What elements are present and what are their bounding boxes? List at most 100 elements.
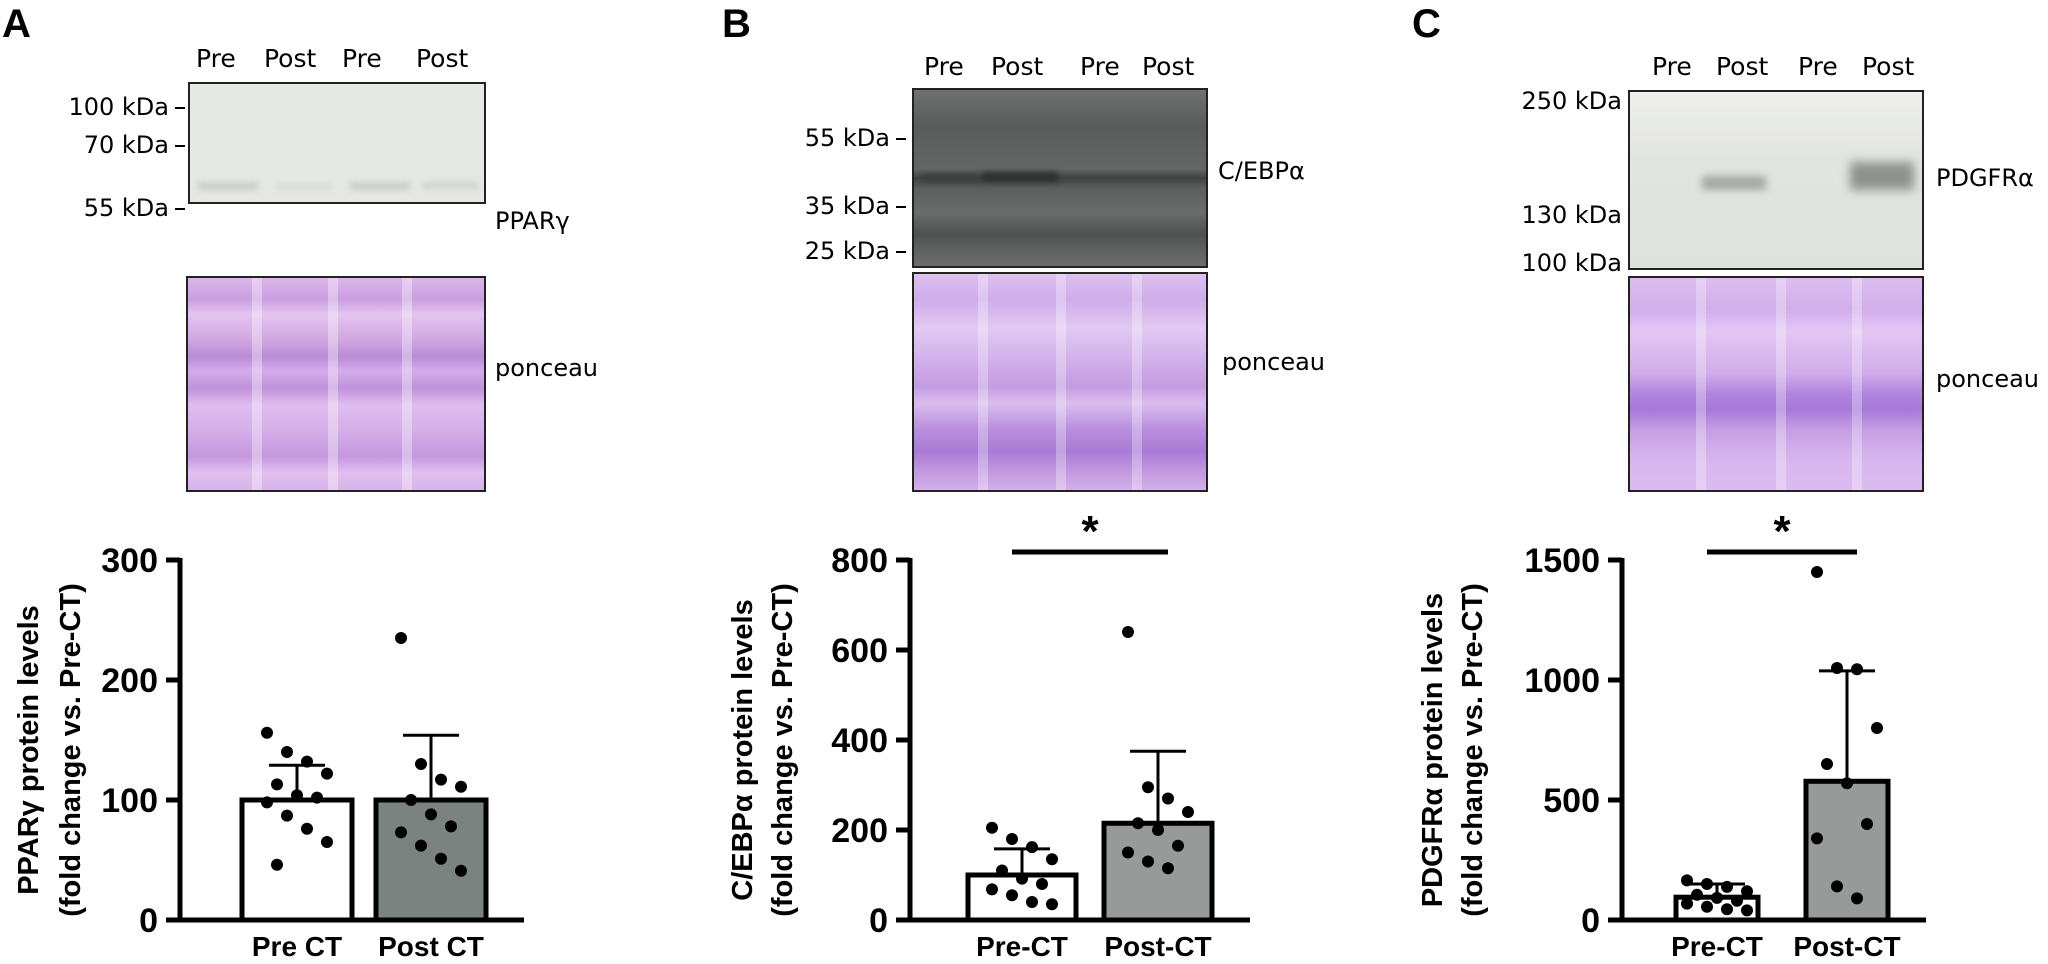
data-point bbox=[1142, 855, 1154, 868]
x-category-label: Post-CT bbox=[1793, 931, 1900, 962]
data-point bbox=[321, 836, 333, 848]
y-tick-label: 0 bbox=[139, 902, 158, 940]
data-point bbox=[271, 858, 283, 871]
lane-label: Post bbox=[1862, 52, 1915, 81]
data-point bbox=[1741, 904, 1753, 917]
lane-label: Pre bbox=[1652, 52, 1692, 81]
data-point bbox=[1851, 663, 1863, 676]
loading-label: ponceau bbox=[1936, 365, 2040, 393]
western-blot bbox=[912, 88, 1208, 268]
data-point bbox=[281, 809, 293, 822]
y-tick-label: 200 bbox=[831, 812, 888, 850]
data-point bbox=[425, 808, 437, 821]
panel-c: C Pre Post Pre Post 250 kDa 130 kDa 100 … bbox=[1410, 0, 2048, 964]
data-point bbox=[261, 726, 273, 739]
y-tick-label: 100 bbox=[101, 782, 158, 820]
data-point bbox=[395, 826, 407, 839]
lane-label: Pre bbox=[924, 52, 964, 81]
data-point bbox=[1162, 862, 1174, 875]
lane-label: Post bbox=[416, 44, 469, 73]
ponceau-stain bbox=[1628, 276, 1924, 492]
data-point bbox=[1811, 832, 1823, 845]
data-point bbox=[1681, 874, 1693, 887]
data-point bbox=[301, 755, 313, 768]
panel-b: B Pre Post Pre Post 55 kDa 35 kDa 25 kDa… bbox=[720, 0, 1340, 964]
x-category-label: Pre CT bbox=[252, 931, 342, 962]
data-point bbox=[271, 778, 283, 791]
marker-label: 100 kDa bbox=[68, 93, 185, 121]
data-point bbox=[321, 767, 333, 780]
data-point bbox=[996, 864, 1008, 877]
data-point bbox=[1721, 903, 1733, 916]
data-point bbox=[1821, 758, 1833, 770]
lane-label: Pre bbox=[1080, 52, 1120, 81]
data-point bbox=[1831, 662, 1843, 674]
data-point bbox=[1811, 566, 1823, 578]
y-tick-label: 1000 bbox=[1524, 662, 1600, 700]
significance-marker: * bbox=[1773, 507, 1791, 556]
lane-label: Post bbox=[991, 52, 1044, 81]
data-point bbox=[1831, 880, 1843, 893]
data-point bbox=[455, 780, 467, 793]
marker-label: 130 kDa bbox=[1521, 201, 1638, 229]
y-axis-label: (fold change vs. Pre-CT) bbox=[767, 583, 799, 917]
data-point bbox=[1741, 885, 1753, 898]
marker-label: 70 kDa bbox=[84, 131, 185, 159]
data-point bbox=[1681, 897, 1693, 910]
marker-label: 100 kDa bbox=[1521, 249, 1638, 277]
data-point bbox=[986, 821, 998, 834]
data-point bbox=[1152, 824, 1164, 836]
marker-label: 55 kDa bbox=[805, 124, 906, 152]
data-point bbox=[1122, 626, 1134, 638]
data-point bbox=[301, 822, 313, 835]
lane-label: Post bbox=[264, 44, 317, 73]
data-point bbox=[1871, 722, 1883, 734]
data-point bbox=[435, 852, 447, 865]
y-tick-label: 600 bbox=[831, 632, 888, 670]
y-axis-label: PPARγ protein levels bbox=[13, 605, 45, 895]
ponceau-stain bbox=[912, 272, 1208, 492]
data-point bbox=[261, 796, 273, 809]
y-axis-label: PDGFRα protein levels bbox=[1417, 593, 1449, 907]
data-point bbox=[1182, 806, 1194, 818]
data-point bbox=[1731, 894, 1743, 907]
marker-label: 35 kDa bbox=[805, 192, 906, 220]
bar bbox=[1803, 778, 1891, 923]
y-tick-label: 0 bbox=[869, 902, 888, 940]
y-axis-label: (fold change vs. Pre-CT) bbox=[55, 583, 87, 917]
data-point bbox=[1172, 839, 1184, 852]
y-axis-label: C/EBPα protein levels bbox=[727, 599, 759, 900]
x-category-label: Post CT bbox=[378, 931, 484, 962]
x-category-label: Post-CT bbox=[1104, 931, 1211, 962]
data-point bbox=[415, 758, 427, 770]
data-point bbox=[1711, 891, 1723, 904]
panel-letter: A bbox=[2, 2, 31, 46]
bar bbox=[965, 872, 1079, 923]
protein-label: PDGFRα bbox=[1936, 164, 2034, 192]
data-point bbox=[1162, 792, 1174, 805]
significance-marker: * bbox=[1081, 507, 1099, 556]
data-point bbox=[1841, 777, 1853, 790]
y-tick-label: 500 bbox=[1543, 782, 1600, 820]
data-point bbox=[311, 791, 323, 804]
data-point bbox=[1132, 817, 1144, 830]
marker-label: 25 kDa bbox=[805, 237, 906, 265]
data-point bbox=[395, 632, 407, 644]
panel-a: A Pre Post Pre Post 100 kDa 70 kDa 55 kD… bbox=[0, 0, 680, 964]
data-point bbox=[1046, 853, 1058, 866]
data-point bbox=[1142, 781, 1154, 794]
y-tick-label: 1500 bbox=[1524, 542, 1600, 580]
data-point bbox=[291, 789, 303, 802]
protein-label: PPARγ bbox=[495, 207, 570, 235]
data-point bbox=[1691, 888, 1703, 901]
ponceau-stain bbox=[186, 276, 486, 492]
lane-label: Post bbox=[1716, 52, 1769, 81]
data-point bbox=[435, 773, 447, 786]
x-category-label: Pre-CT bbox=[976, 931, 1068, 962]
data-point bbox=[1861, 818, 1873, 830]
y-tick-label: 800 bbox=[831, 542, 888, 580]
western-blot bbox=[188, 82, 486, 204]
data-point bbox=[1046, 898, 1058, 911]
